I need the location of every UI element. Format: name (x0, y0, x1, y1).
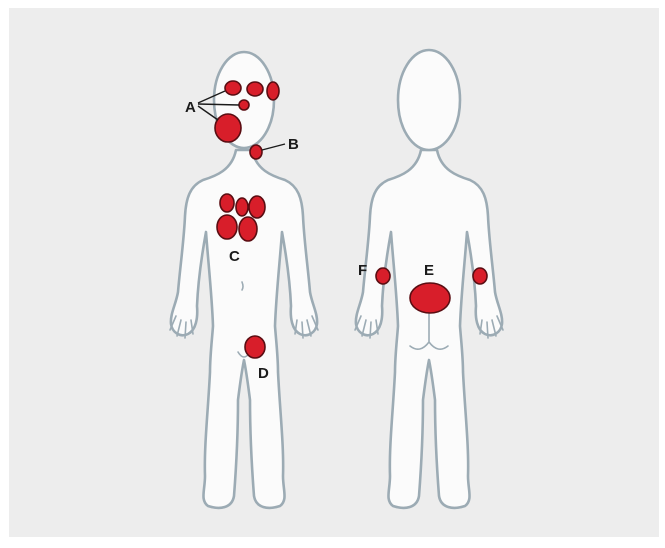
label-d: D (258, 365, 269, 382)
spot-chest-2 (236, 198, 248, 216)
back-head (398, 50, 460, 150)
spot-right-elbow (473, 268, 487, 284)
spot-face-2 (247, 82, 263, 96)
spot-chest-3 (249, 196, 265, 218)
leader-b (262, 144, 285, 150)
label-e: E (424, 262, 434, 279)
spot-neck (250, 145, 262, 159)
spot-chest-5 (239, 217, 257, 241)
label-c: C (229, 248, 240, 265)
front-body-figure (170, 52, 318, 508)
spot-left-elbow (376, 268, 390, 284)
spot-thigh (245, 336, 265, 358)
spot-chest-4 (217, 215, 237, 239)
spot-face-4 (239, 100, 249, 110)
spot-chest-1 (220, 194, 234, 212)
spot-lower-back (410, 283, 450, 313)
leader-a-2 (198, 104, 239, 105)
spot-face-1 (225, 81, 241, 95)
spot-face-3 (267, 82, 279, 100)
label-f: F (358, 262, 367, 279)
spot-face-5 (215, 114, 241, 142)
label-b: B (288, 136, 299, 153)
label-a: A (185, 99, 196, 116)
